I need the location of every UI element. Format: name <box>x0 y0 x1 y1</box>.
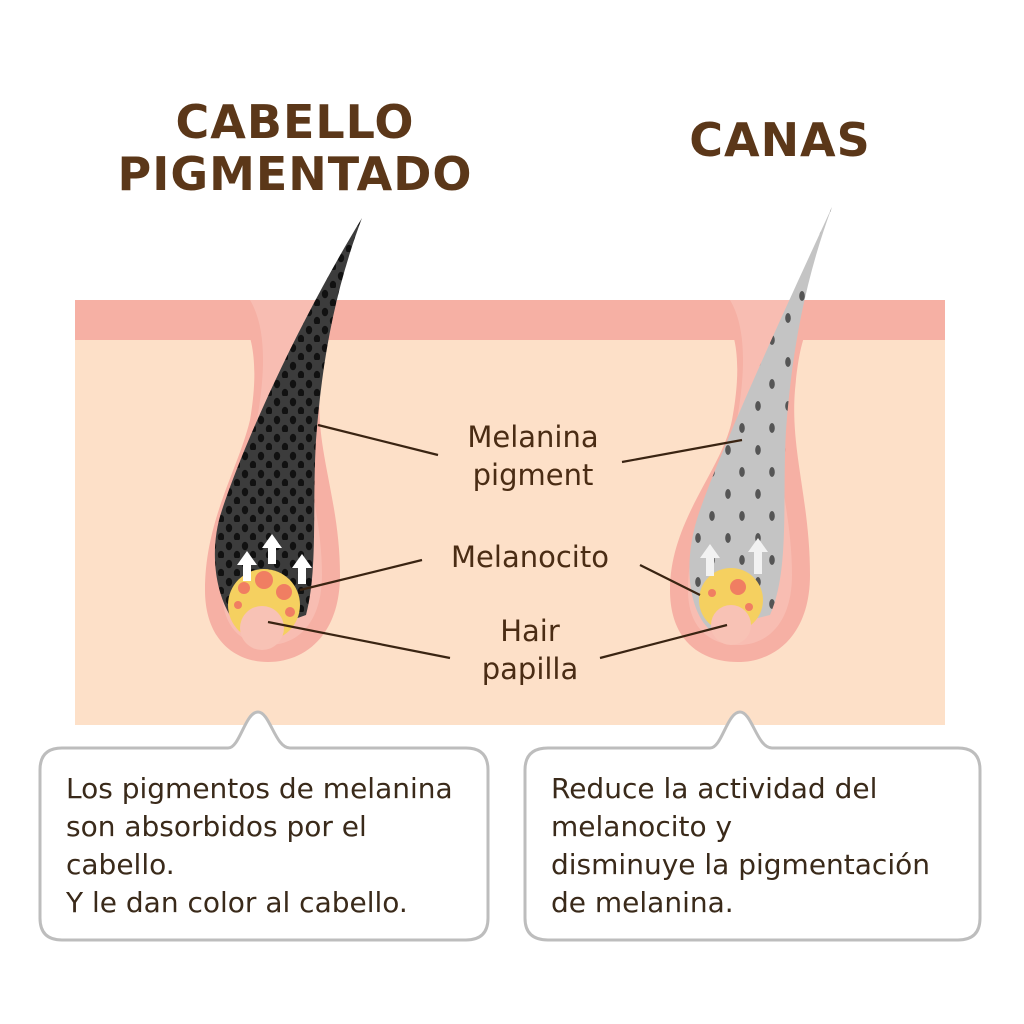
right-melanocyte <box>699 568 763 645</box>
caption-line: Reduce la actividad del <box>551 772 878 805</box>
leader-lines <box>267 423 743 660</box>
pigmented-hair-title: CABELLO PIGMENTADO <box>100 96 490 200</box>
melanin-pigment-label: Melanina pigment <box>403 418 663 494</box>
caption-line: Los pigmentos de melanina <box>66 772 453 805</box>
gray-hair <box>689 207 832 630</box>
caption-line: cabello. <box>66 848 175 881</box>
right-upward-arrows <box>700 538 768 576</box>
right-caption-box <box>523 710 982 942</box>
left-caption-box <box>38 710 490 942</box>
hair-papilla-label: Hair papilla <box>400 612 660 688</box>
caption-line: disminuye la pigmentación <box>551 848 930 881</box>
left-melanocyte <box>228 569 300 650</box>
label-line: Melanina <box>467 420 599 454</box>
caption-line: Y le dan color al cabello. <box>66 886 408 919</box>
title-line: CABELLO <box>175 95 415 149</box>
caption-line: melanocito y <box>551 810 733 843</box>
right-caption-text: Reduce la actividad del melanocito y dis… <box>551 770 930 922</box>
melanocyte-label: Melanocito <box>451 540 609 574</box>
label-line: pigment <box>472 458 594 492</box>
pigmented-hair <box>214 218 362 635</box>
left-upward-arrows <box>237 534 312 584</box>
caption-line: de melanina. <box>551 886 734 919</box>
caption-line: son absorbidos por el <box>66 810 367 843</box>
label-line: papilla <box>481 652 579 686</box>
title-line: PIGMENTADO <box>117 147 473 201</box>
gray-hair-title: CANAS <box>689 113 871 167</box>
left-caption-text: Los pigmentos de melanina son absorbidos… <box>66 770 453 922</box>
label-line: Hair <box>500 614 560 648</box>
